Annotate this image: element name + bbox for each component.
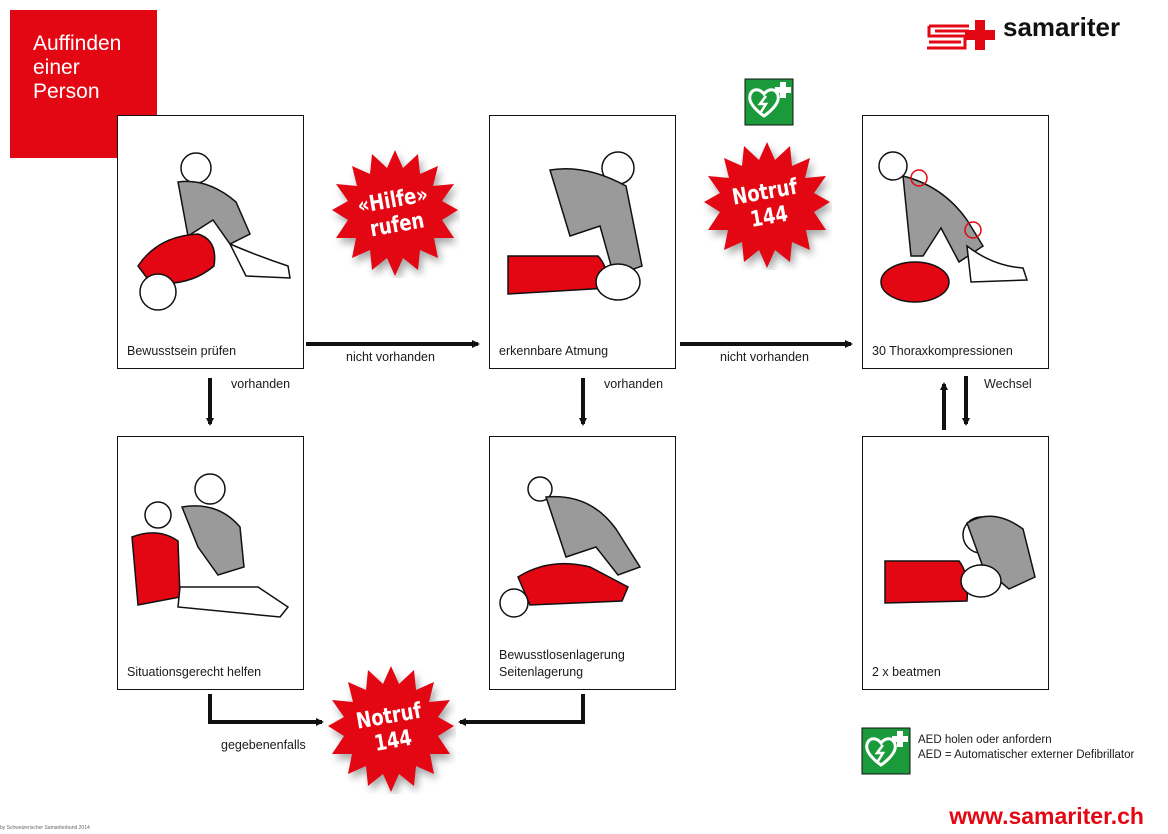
panel-check-breathing: erkennbare Atmung [489,115,676,369]
panel-caption: Bewusstsein prüfen [127,343,236,360]
help-appropriately-illustration [118,437,305,657]
panel-help-appropriately: Situationsgerecht helfen [117,436,304,690]
panel-caption: erkennbare Atmung [499,343,608,360]
burst-call-help: «Hilfe» rufen [330,148,460,278]
burst-text: Notruf 144 [327,656,455,803]
website-link[interactable]: www.samariter.ch [949,803,1144,830]
aed-legend: AED holen oder anfordern AED = Automatis… [918,733,1134,763]
label-present-1: vorhanden [231,377,290,391]
panel-chest-compressions: 30 Thoraxkompressionen [862,115,1049,369]
legend-line-1: AED holen oder anfordern [918,733,1134,748]
panel-caption: 30 Thoraxkompressionen [872,343,1013,360]
check-consciousness-illustration [118,116,305,336]
arrow-recovery-to-emergency [460,694,583,722]
check-breathing-illustration [490,116,677,336]
panel-check-consciousness: Bewusstsein prüfen [117,115,304,369]
burst-text: «Hilfe» rufen [331,140,459,287]
panel-caption: Bewusstlosenlagerung Seitenlagerung [499,647,625,681]
aed-heart-icon [744,78,794,126]
label-present-2: vorhanden [604,377,663,391]
legend-line-2: AED = Automatischer externer Defibrillat… [918,748,1134,763]
burst-emergency-call-bottom: Notruf 144 [326,664,456,794]
burst-emergency-call-top: Notruf 144 [702,140,832,270]
label-switch: Wechsel [984,377,1032,391]
aed-heart-icon [861,727,911,775]
burst-text: Notruf 144 [703,132,831,279]
chest-compressions-illustration [863,116,1050,336]
label-not-present-1: nicht vorhanden [346,350,435,364]
arrow-help-to-emergency [210,694,322,722]
rescue-breaths-illustration [863,437,1050,637]
label-not-present-2: nicht vorhanden [720,350,809,364]
panel-caption: 2 x beatmen [872,664,941,681]
label-optional: gegebenenfalls [221,738,306,752]
panel-rescue-breaths: 2 x beatmen [862,436,1049,690]
panel-caption: Situationsgerecht helfen [127,664,261,681]
copyright: by Schweizerischer Samariterbund 2014 [0,825,90,831]
recovery-position-illustration [490,437,677,637]
panel-recovery-position: Bewusstlosenlagerung Seitenlagerung [489,436,676,690]
